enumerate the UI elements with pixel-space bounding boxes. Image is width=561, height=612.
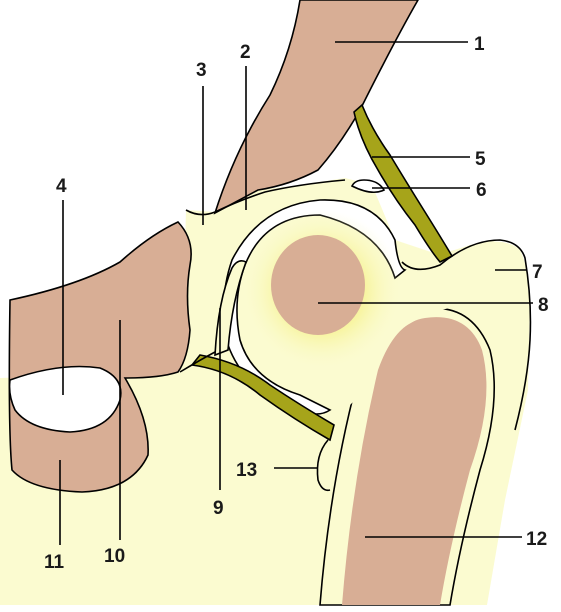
label-2: 2 xyxy=(240,42,251,63)
label-10: 10 xyxy=(104,546,125,567)
label-1: 1 xyxy=(474,34,485,55)
label-12: 12 xyxy=(526,529,547,550)
label-13: 13 xyxy=(236,460,257,481)
label-4: 4 xyxy=(56,176,67,197)
label-8: 8 xyxy=(538,295,549,316)
label-7: 7 xyxy=(532,262,543,283)
label-5: 5 xyxy=(475,149,486,170)
label-11: 11 xyxy=(44,552,65,573)
femoral-head xyxy=(271,235,365,335)
label-6: 6 xyxy=(476,180,487,201)
label-9: 9 xyxy=(213,498,224,519)
label-3: 3 xyxy=(196,60,207,81)
